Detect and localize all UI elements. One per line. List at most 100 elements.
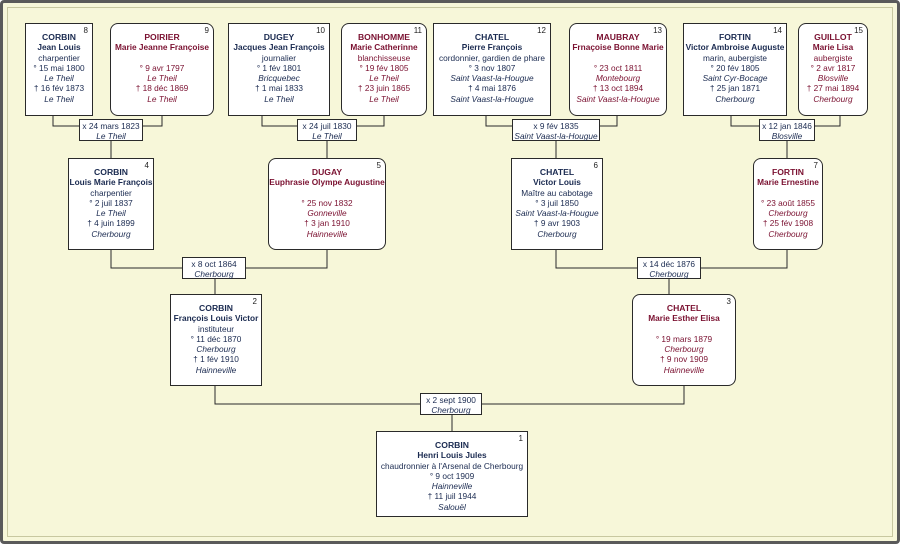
person-death-date: † 4 mai 1876 — [468, 83, 516, 94]
person-birth-date: ° 15 mai 1800 — [33, 62, 85, 73]
person-number: 7 — [813, 161, 818, 170]
person-surname: CHATEL — [474, 32, 510, 42]
person-death-place: Cherbourg — [768, 228, 808, 239]
person-given-names: Frnaçoise Bonne Marie — [572, 42, 664, 53]
person-number: 6 — [593, 161, 598, 170]
person-death-date: † 1 fév 1910 — [193, 354, 239, 365]
person-given-names: Marie Catherinne — [350, 42, 418, 53]
marriage-date: x 2 sept 1900 — [426, 395, 476, 405]
person-occupation: aubergiste — [813, 52, 853, 63]
person-given-names: Marie Jeanne Françoise — [114, 42, 210, 53]
person-birth-date: ° 25 nov 1832 — [301, 197, 353, 208]
person-birth-place: Cherbourg — [768, 208, 808, 219]
person-number: 4 — [144, 161, 149, 170]
person-death-date: † 27 mai 1894 — [806, 83, 860, 94]
person-death-date: † 11 juil 1944 — [427, 491, 477, 502]
person-death-date: † 25 fév 1908 — [762, 218, 814, 229]
person-number: 14 — [773, 26, 782, 35]
marriage-date: x 9 fév 1835 — [533, 121, 579, 131]
person-number: 5 — [376, 161, 381, 170]
person-death-date: † 3 jan 1910 — [304, 218, 350, 229]
person-birth-place: Montebourg — [595, 73, 641, 84]
person-given-names: François Louis Victor — [173, 313, 259, 324]
person-death-date: † 23 juin 1865 — [357, 83, 411, 94]
person-birth-place: Hainneville — [431, 481, 473, 492]
person-occupation: cordonnier, gardien de phare — [438, 52, 546, 63]
person-birth-place: Saint Vaast-la-Hougue — [515, 208, 599, 219]
marriage-place: Le Theil — [96, 131, 126, 142]
person-surname: CORBIN — [42, 32, 76, 42]
person-death-place: Le Theil — [369, 93, 399, 104]
person-birth-place: Le Theil — [147, 73, 177, 84]
person-surname: FORTIN — [772, 167, 804, 177]
person-birth-place: Cherbourg — [196, 344, 236, 355]
person-given-names: Louis Marie François — [69, 177, 153, 188]
person-surname: FORTIN — [719, 32, 751, 42]
person-occupation: chaudronnier à l'Arsenal de Cherbourg — [380, 460, 524, 471]
person-given-names: Victor Ambroise Auguste — [685, 42, 785, 53]
person-death-date: † 18 déc 1869 — [135, 83, 189, 94]
person-death-date: † 16 fév 1873 — [33, 83, 85, 94]
person-death-place: Le Theil — [147, 93, 177, 104]
person-occupation: charpentier — [90, 187, 132, 198]
person-death-date: † 4 juin 1899 — [87, 218, 135, 229]
person-death-date: † 9 avr 1903 — [533, 218, 581, 229]
person-death-place: Hainneville — [306, 228, 348, 239]
person-birth-place: Le Theil — [44, 73, 74, 84]
person-surname: POIRIER — [144, 32, 180, 42]
person-surname: CORBIN — [94, 167, 128, 177]
marriage-date: x 8 oct 1864 — [191, 259, 237, 269]
person-birth-date: ° 23 oct 1811 — [593, 62, 643, 73]
person-surname: MAUBRAY — [596, 32, 640, 42]
person-number: 12 — [537, 26, 546, 35]
person-birth-place: Le Theil — [96, 208, 126, 219]
person-given-names: Victor Louis — [533, 177, 581, 188]
person-death-place: Le Theil — [264, 93, 294, 104]
person-number: 10 — [316, 26, 325, 35]
person-occupation: instituteur — [198, 323, 234, 334]
marriage-place: Cherbourg — [649, 269, 689, 280]
person-given-names: Jean Louis — [37, 42, 81, 53]
person-birth-date: ° 20 fév 1805 — [710, 62, 760, 73]
person-surname: CORBIN — [199, 303, 233, 313]
person-given-names: Jacques Jean François — [233, 42, 325, 53]
person-surname: DUGAY — [311, 167, 343, 177]
person-occupation — [633, 324, 735, 334]
person-occupation — [111, 53, 213, 63]
marriage-date: x 24 juil 1830 — [302, 121, 352, 131]
person-death-place: Le Theil — [44, 93, 74, 104]
person-surname: CHATEL — [666, 303, 702, 313]
person-death-place: Cherbourg — [91, 228, 131, 239]
person-occupation: journalier — [261, 52, 297, 63]
marriage-place: Saint Vaast-la-Hougue — [514, 131, 598, 142]
person-surname: CORBIN — [435, 440, 469, 450]
person-number: 2 — [252, 297, 257, 306]
person-birth-date: ° 1 fév 1801 — [256, 62, 302, 73]
marriage-date: x 24 mars 1823 — [82, 121, 140, 131]
marriage-date: x 14 déc 1876 — [642, 259, 696, 269]
person-number: 9 — [204, 26, 209, 35]
person-birth-place: Cherbourg — [664, 344, 704, 355]
